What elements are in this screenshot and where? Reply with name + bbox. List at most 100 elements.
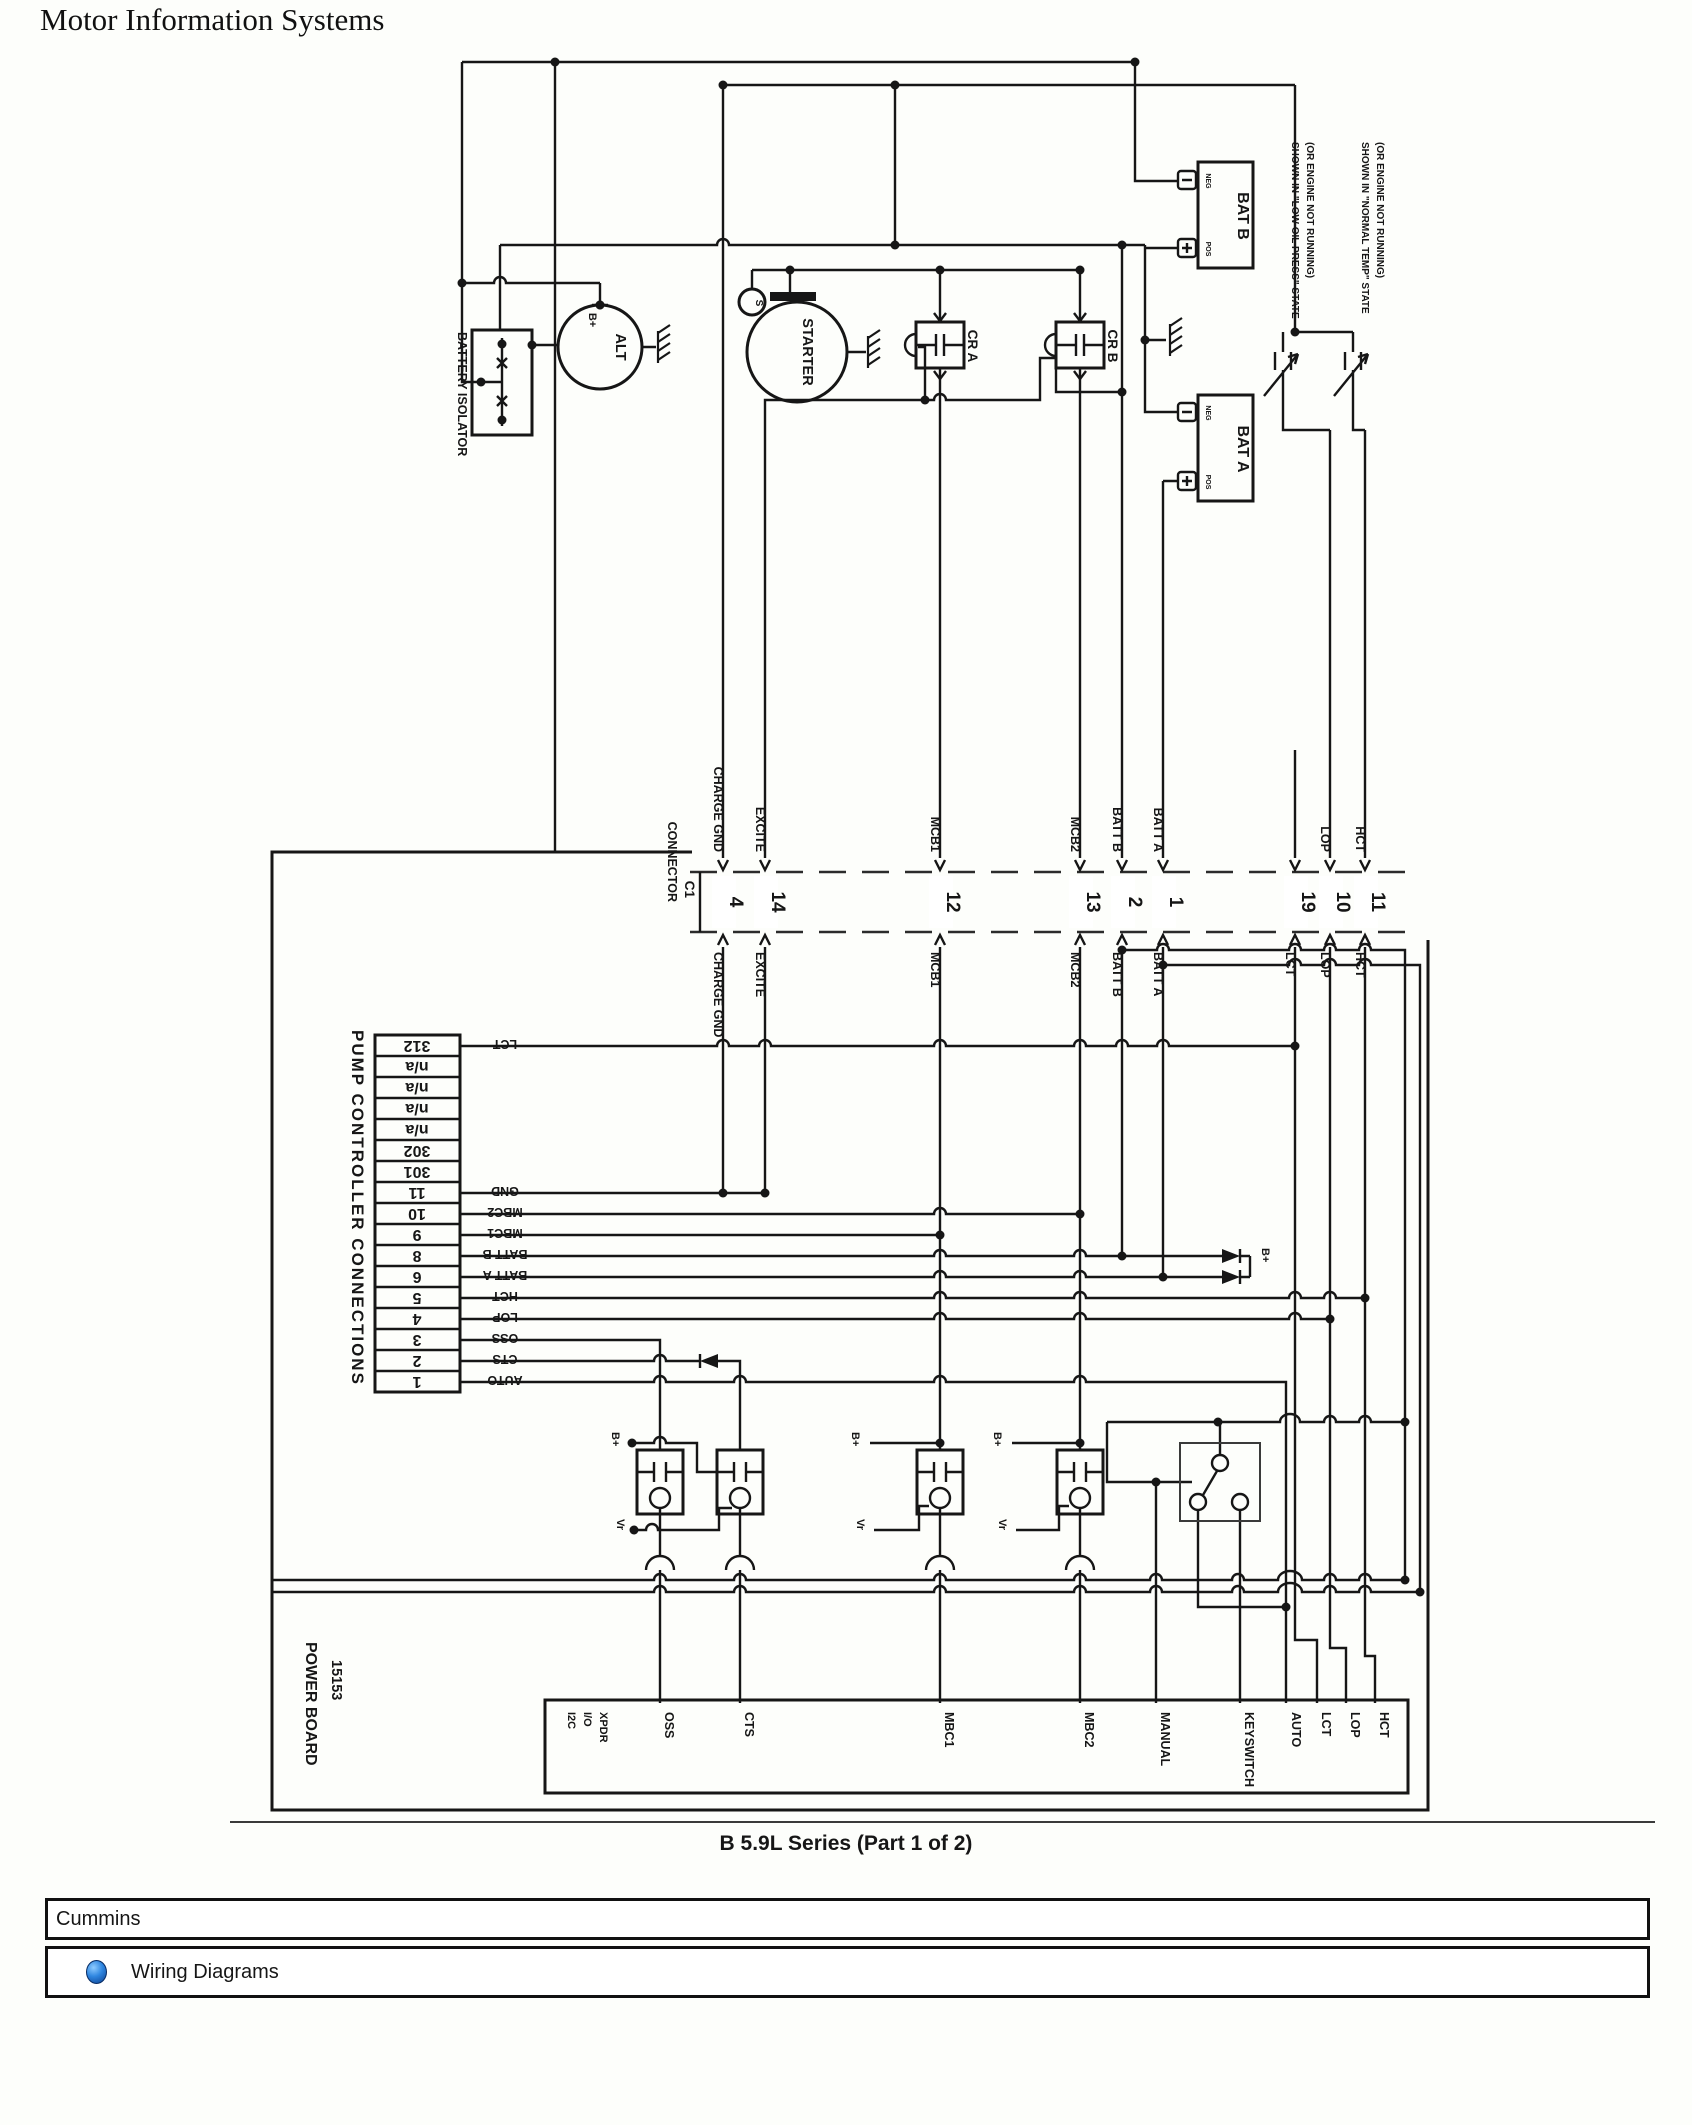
row-label: OSS	[492, 1331, 518, 1345]
neg-label: NEG	[1204, 173, 1211, 189]
pin-label-below: EXCITE	[753, 952, 767, 997]
ground-icon	[866, 328, 882, 370]
note-lop-2: (OR ENGINE NOT RUNNING)	[1304, 142, 1315, 278]
pin-label-below: BATT A	[1151, 952, 1165, 996]
bplus-label: B+	[849, 1432, 861, 1446]
vr-label: Vr	[614, 1519, 626, 1531]
alt-label: ALT	[612, 333, 628, 360]
pin-label-below: BATT B	[1110, 952, 1124, 997]
diodes: B+	[700, 1248, 1271, 1368]
table-cell: 301	[404, 1163, 431, 1180]
xpdr-label: I2C	[565, 1712, 577, 1729]
row-label: BATT B	[483, 1247, 528, 1261]
alternator: B+ ALT	[556, 300, 672, 391]
pos-label: POS	[1204, 475, 1211, 490]
table-cell: 5	[412, 1289, 421, 1306]
battery-a-label: BAT A	[1234, 425, 1251, 473]
row-label: LOP	[492, 1310, 518, 1324]
starter: S STARTER	[737, 287, 882, 404]
xpdr-label: I/O	[581, 1712, 593, 1727]
bplus-label: B+	[609, 1432, 621, 1446]
pump-controller-table: PUMP CONTROLLER CONNECTIONS 312 n/a n/a …	[348, 1030, 528, 1394]
note-hct-2: (OR ENGINE NOT RUNNING)	[1374, 142, 1385, 278]
row-label: BATT A	[483, 1268, 527, 1282]
pos-label: POS	[1204, 242, 1211, 257]
table-cell: 8	[412, 1247, 421, 1264]
pin-label-above: MCB2	[1068, 817, 1082, 852]
table-cell: 312	[404, 1037, 431, 1054]
alt-bplus-label: B+	[586, 313, 598, 327]
strip-signal: MANUAL	[1158, 1712, 1172, 1767]
strip-signal: KEYSWITCH	[1242, 1712, 1256, 1787]
footer-section-label: Wiring Diagrams	[131, 1960, 279, 1983]
table-cell: 9	[412, 1226, 421, 1243]
table-cell: 3	[412, 1331, 421, 1348]
table-cell: 302	[404, 1142, 431, 1159]
row-label: GND	[491, 1184, 519, 1198]
footer-section-row[interactable]: Wiring Diagrams	[45, 1946, 1650, 1998]
pin-number: 4	[725, 897, 746, 908]
table-cell: n/a	[405, 1100, 428, 1117]
page-title: Motor Information Systems	[40, 2, 385, 37]
pin-label-below: HCT	[1353, 952, 1367, 978]
pin-number: 2	[1124, 897, 1145, 908]
table-cell: 1	[412, 1373, 421, 1390]
pin-number: 12	[942, 891, 963, 912]
power-board-name: POWER BOARD	[302, 1642, 319, 1766]
pin-label-below: CHARGE GND	[711, 952, 725, 1037]
note-lop: SHOWN IN "LOW OIL PRESS" STATE	[1289, 142, 1300, 319]
table-cell: 6	[412, 1268, 421, 1285]
row-label: MBC1	[487, 1226, 522, 1240]
table-cell: 10	[408, 1205, 426, 1222]
battery-b-label: BAT B	[1234, 192, 1251, 240]
pin-label-below: MCB2	[1068, 952, 1082, 987]
strip-signal: OSS	[662, 1712, 676, 1738]
switch-notes: SHOWN IN "LOW OIL PRESS" STATE (OR ENGIN…	[1289, 142, 1385, 319]
strip-signal: HCT	[1377, 1712, 1391, 1738]
battery-isolator: BATTERY ISOLATOR	[455, 328, 537, 456]
pin-label-above: HCT	[1353, 826, 1367, 852]
pin-label-above: CHARGE GND	[711, 767, 725, 852]
table-cell: n/a	[405, 1079, 428, 1096]
pin-label-above: BATT A	[1151, 808, 1165, 852]
row-label: LCT	[492, 1037, 517, 1051]
relay-b-label: CR B	[1105, 330, 1120, 363]
strip-signal: LOP	[1348, 1712, 1362, 1738]
note-hct: SHOWN IN "NORMAL TEMP" STATE	[1359, 142, 1370, 314]
pin-number: 11	[1367, 892, 1388, 913]
xpdr-label: XPDR	[597, 1712, 609, 1743]
keyswitch	[1179, 1442, 1261, 1522]
relay-cr-b: CR B	[1043, 312, 1120, 381]
neg-label: NEG	[1204, 405, 1211, 421]
row-label: CTS	[493, 1352, 518, 1366]
table-cell: n/a	[405, 1058, 428, 1075]
pin-number: 19	[1297, 891, 1318, 912]
footer-source-row[interactable]: Cummins	[45, 1898, 1650, 1940]
pin-label-below: MCB1	[928, 952, 942, 987]
table-cell: 11	[408, 1184, 425, 1201]
connector-c1: CONNECTOR C1 4 14 12 13 2 1 19 10 11 CHA…	[665, 767, 1420, 1037]
battery-isolator-label: BATTERY ISOLATOR	[455, 332, 469, 456]
diagram-caption: B 5.9L Series (Part 1 of 2)	[719, 1832, 973, 1855]
pin-label-below: LOP	[1318, 952, 1332, 978]
wires	[230, 60, 1655, 1823]
pin-label-above: EXCITE	[753, 807, 767, 852]
diode-bplus-label: B+	[1259, 1248, 1271, 1262]
globe-icon	[86, 1960, 107, 1984]
starter-label: STARTER	[799, 318, 815, 386]
bplus-label: B+	[991, 1432, 1003, 1446]
row-label: MBC2	[487, 1205, 522, 1219]
strip-signal: AUTO	[1289, 1712, 1303, 1747]
footer-source-label: Cummins	[56, 1907, 141, 1930]
solenoid-label: S	[753, 300, 764, 307]
strip-signal: MBC2	[1082, 1712, 1096, 1747]
power-board-label: POWER BOARD 15153	[302, 1642, 344, 1766]
wiring-diagram: CONNECTOR C1 4 14 12 13 2 1 19 10 11 CHA…	[230, 57, 1655, 1823]
driver-circuits: B+ Vr B+ Vr B+ Vr	[609, 1432, 1105, 1531]
vr-label: Vr	[854, 1519, 866, 1531]
ground-icon	[656, 323, 672, 365]
pin-number: 1	[1165, 897, 1186, 908]
table-cell: 2	[412, 1352, 421, 1369]
pin-number: 13	[1082, 891, 1103, 912]
